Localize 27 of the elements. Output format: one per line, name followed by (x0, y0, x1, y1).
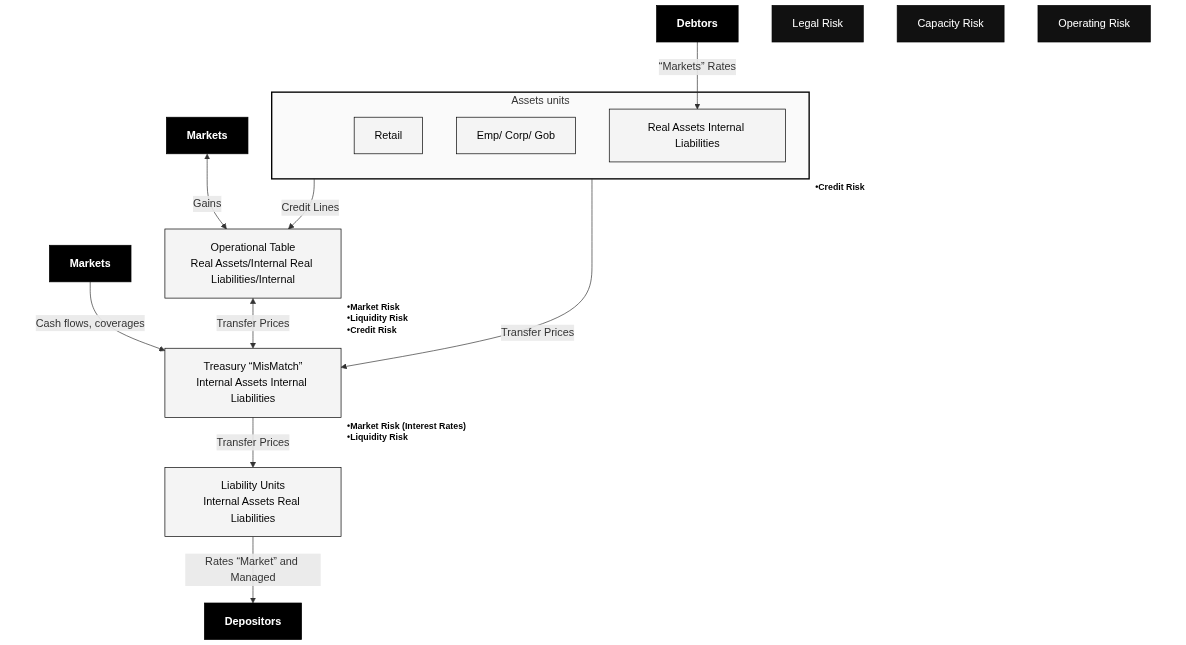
node-box: Liability Units Internal Assets Real Liabilities (164, 467, 342, 537)
node-box: Operational Table Real Assets/Internal Real Liabilities/Internal (164, 228, 342, 299)
edge-label: Rates “Market” and Managed (205, 555, 298, 584)
risk-note: •Market Risk (Interest Rates) (347, 420, 466, 431)
edge-label: Transfer Prices (501, 326, 575, 339)
edge-label: Cash flows, coverages (35, 317, 145, 329)
node-box: Markets (49, 244, 132, 283)
node-box: Legal Risk (771, 5, 864, 43)
risk-note: •Credit Risk (347, 324, 397, 335)
edge-label: Transfer Prices (216, 436, 290, 448)
node-box: Treasury “MisMatch” Internal Assets Internal Liabilities (164, 347, 342, 418)
node-box: Capacity Risk (896, 5, 1005, 43)
node-box: Markets (166, 116, 249, 155)
node-box: Depositors (204, 602, 302, 640)
node-box: Real Assets Internal Liabilities (608, 108, 786, 163)
node-box: Debtors (656, 5, 739, 43)
edge-label: Gains (193, 197, 222, 210)
edge-label: “Markets” Rates (658, 60, 736, 73)
node-box: Operating Risk (1037, 5, 1151, 43)
node-box: Emp/ Corp/ Gob (456, 116, 576, 155)
edge-label: Transfer Prices (216, 317, 290, 329)
risk-note: •Liquidity Risk (347, 432, 408, 443)
risk-note: •Liquidity Risk (347, 313, 408, 324)
risk-note: •Market Risk (347, 301, 400, 312)
risk-note: •Credit Risk (815, 182, 865, 193)
node-box: Retail (353, 116, 423, 155)
edge-label: Credit Lines (281, 201, 340, 214)
